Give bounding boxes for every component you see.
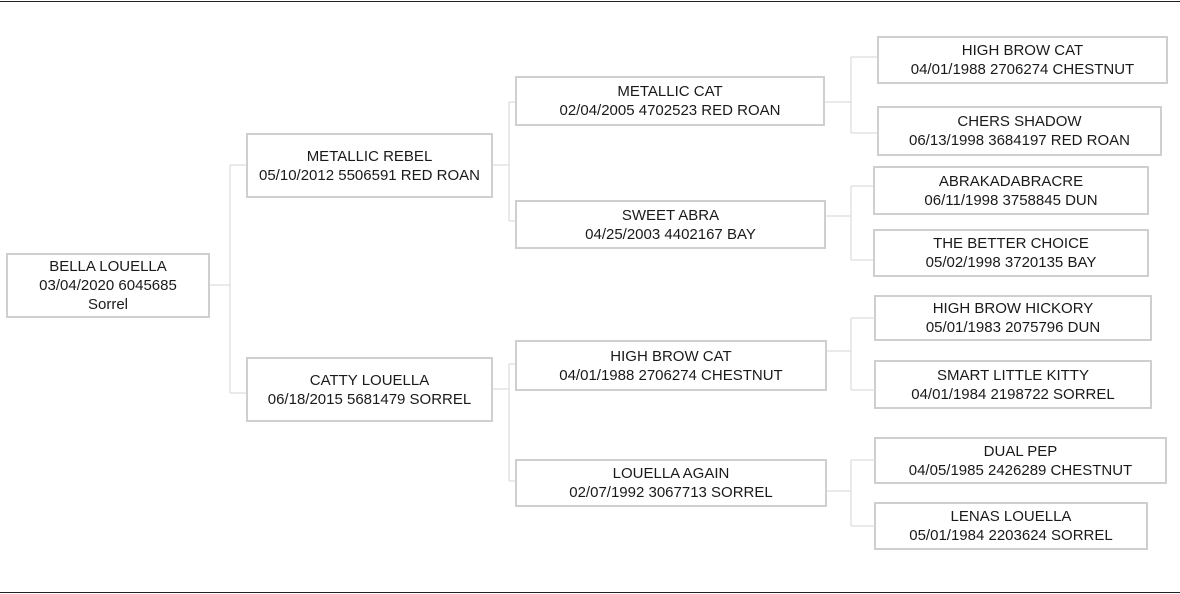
connector-sire-sire-ggp bbox=[825, 56, 877, 134]
connector-sire-dam-ggp bbox=[826, 185, 873, 261]
horse-name: SWEET ABRA bbox=[621, 206, 720, 224]
horse-dam-sire: HIGH BROW CAT 04/01/1988 2706274 CHESTNU… bbox=[515, 340, 827, 391]
horse-sire: METALLIC REBEL 05/10/2012 5506591 RED RO… bbox=[246, 133, 493, 198]
horse-color: Sorrel bbox=[87, 296, 128, 313]
horse-details: 05/02/1998 3720135 BAY bbox=[925, 254, 1097, 271]
horse-details: 02/07/1992 3067713 SORREL bbox=[569, 484, 773, 501]
horse-dam: CATTY LOUELLA 06/18/2015 5681479 SORREL bbox=[246, 357, 493, 422]
horse-name: DUAL PEP bbox=[983, 442, 1058, 460]
horse-sire-dam-sire: ABRAKADABRACRE 06/11/1998 3758845 DUN bbox=[873, 166, 1149, 215]
horse-name: LENAS LOUELLA bbox=[950, 508, 1072, 525]
horse-details: 06/11/1998 3758845 DUN bbox=[924, 191, 1098, 209]
horse-name: HIGH BROW CAT bbox=[610, 347, 732, 365]
horse-details: 05/01/1984 2203624 SORREL bbox=[909, 527, 1113, 544]
horse-details: 04/01/1988 2706274 CHESTNUT bbox=[910, 61, 1135, 78]
horse-details: 04/05/1985 2426289 CHESTNUT bbox=[908, 461, 1133, 479]
horse-sire-sire-dam: CHERS SHADOW 06/13/1998 3684197 RED ROAN bbox=[877, 106, 1162, 156]
horse-dam-dam-sire: DUAL PEP 04/05/1985 2426289 CHESTNUT bbox=[874, 437, 1167, 484]
horse-dam-dam-dam: LENAS LOUELLA 05/01/1984 2203624 SORREL bbox=[874, 502, 1148, 550]
horse-subject: BELLA LOUELLA 03/04/2020 6045685 Sorrel bbox=[6, 253, 210, 318]
horse-details: 04/25/2003 4402167 BAY bbox=[585, 225, 756, 243]
horse-name: BELLA LOUELLA bbox=[49, 258, 167, 275]
horse-details: 06/18/2015 5681479 SORREL bbox=[267, 390, 472, 408]
horse-name: THE BETTER CHOICE bbox=[933, 235, 1089, 252]
horse-name: HIGH BROW CAT bbox=[961, 42, 1084, 59]
connector-dam-sire-ggp bbox=[827, 317, 874, 391]
horse-name: SMART LITTLE KITTY bbox=[937, 366, 1089, 384]
horse-details: 04/01/1984 2198722 SORREL bbox=[911, 385, 1115, 403]
horse-name: METALLIC REBEL bbox=[306, 147, 433, 165]
horse-name: ABRAKADABRACRE bbox=[938, 172, 1084, 190]
horse-name: CHERS SHADOW bbox=[957, 113, 1082, 130]
horse-details: 06/13/1998 3684197 RED ROAN bbox=[909, 132, 1130, 149]
horse-sire-sire: METALLIC CAT 02/04/2005 4702523 RED ROAN bbox=[515, 76, 825, 126]
horse-sire-dam: SWEET ABRA 04/25/2003 4402167 BAY bbox=[515, 200, 826, 249]
horse-dam-sire-dam: SMART LITTLE KITTY 04/01/1984 2198722 SO… bbox=[874, 360, 1152, 409]
horse-name: HIGH BROW HICKORY bbox=[932, 300, 1094, 317]
horse-dam-dam: LOUELLA AGAIN 02/07/1992 3067713 SORREL bbox=[515, 459, 827, 507]
horse-sire-dam-dam: THE BETTER CHOICE 05/02/1998 3720135 BAY bbox=[873, 229, 1149, 277]
bottom-rule bbox=[0, 592, 1180, 593]
horse-name: METALLIC CAT bbox=[617, 83, 723, 100]
horse-details: 02/04/2005 4702523 RED ROAN bbox=[559, 102, 781, 119]
connector-subject-parents bbox=[210, 164, 246, 394]
horse-sire-sire-sire: HIGH BROW CAT 04/01/1988 2706274 CHESTNU… bbox=[877, 36, 1168, 84]
horse-details: 04/01/1988 2706274 CHESTNUT bbox=[559, 366, 783, 384]
horse-details: 03/04/2020 6045685 bbox=[39, 277, 177, 294]
horse-name: LOUELLA AGAIN bbox=[612, 465, 730, 482]
horse-details: 05/01/1983 2075796 DUN bbox=[925, 319, 1101, 336]
connector-dam-grandparents bbox=[493, 363, 515, 482]
horse-name: CATTY LOUELLA bbox=[309, 371, 430, 389]
horse-dam-sire-sire: HIGH BROW HICKORY 05/01/1983 2075796 DUN bbox=[874, 295, 1152, 341]
connector-sire-grandparents bbox=[493, 101, 515, 222]
connector-dam-dam-ggp bbox=[827, 459, 874, 527]
top-rule bbox=[0, 1, 1180, 2]
horse-details: 05/10/2012 5506591 RED ROAN bbox=[259, 166, 480, 184]
